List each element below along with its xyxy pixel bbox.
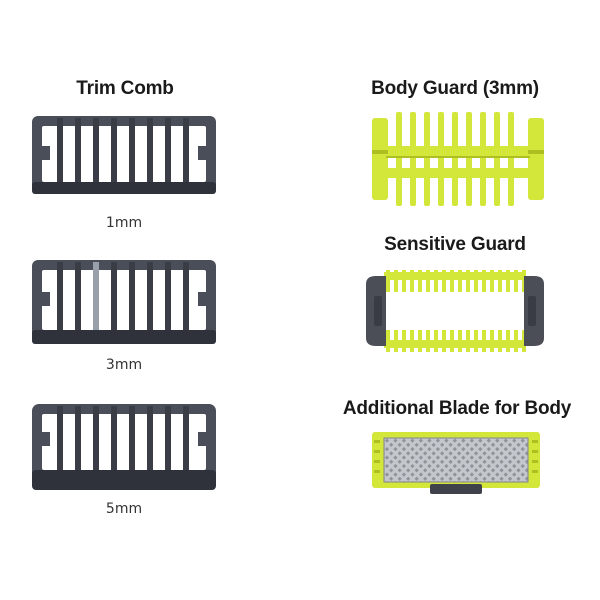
trim-comb-3mm-label: 3mm [105,357,143,373]
sensitive-guard-image [366,270,544,352]
trim-comb-1mm-label: 1mm [105,215,143,231]
trim-comb-title: Trim Comb [76,78,174,99]
trim-comb-3mm-image [32,260,216,344]
sensitive-guard-title: Sensitive Guard [384,234,526,255]
body-guard-image [372,112,544,206]
additional-blade-title: Additional Blade for Body [342,398,572,419]
trim-comb-1mm-image [32,116,216,194]
trim-comb-5mm-image [32,404,216,490]
additional-blade-image [372,432,540,494]
body-guard-title: Body Guard (3mm) [371,78,539,99]
trim-comb-5mm-label: 5mm [105,501,143,517]
